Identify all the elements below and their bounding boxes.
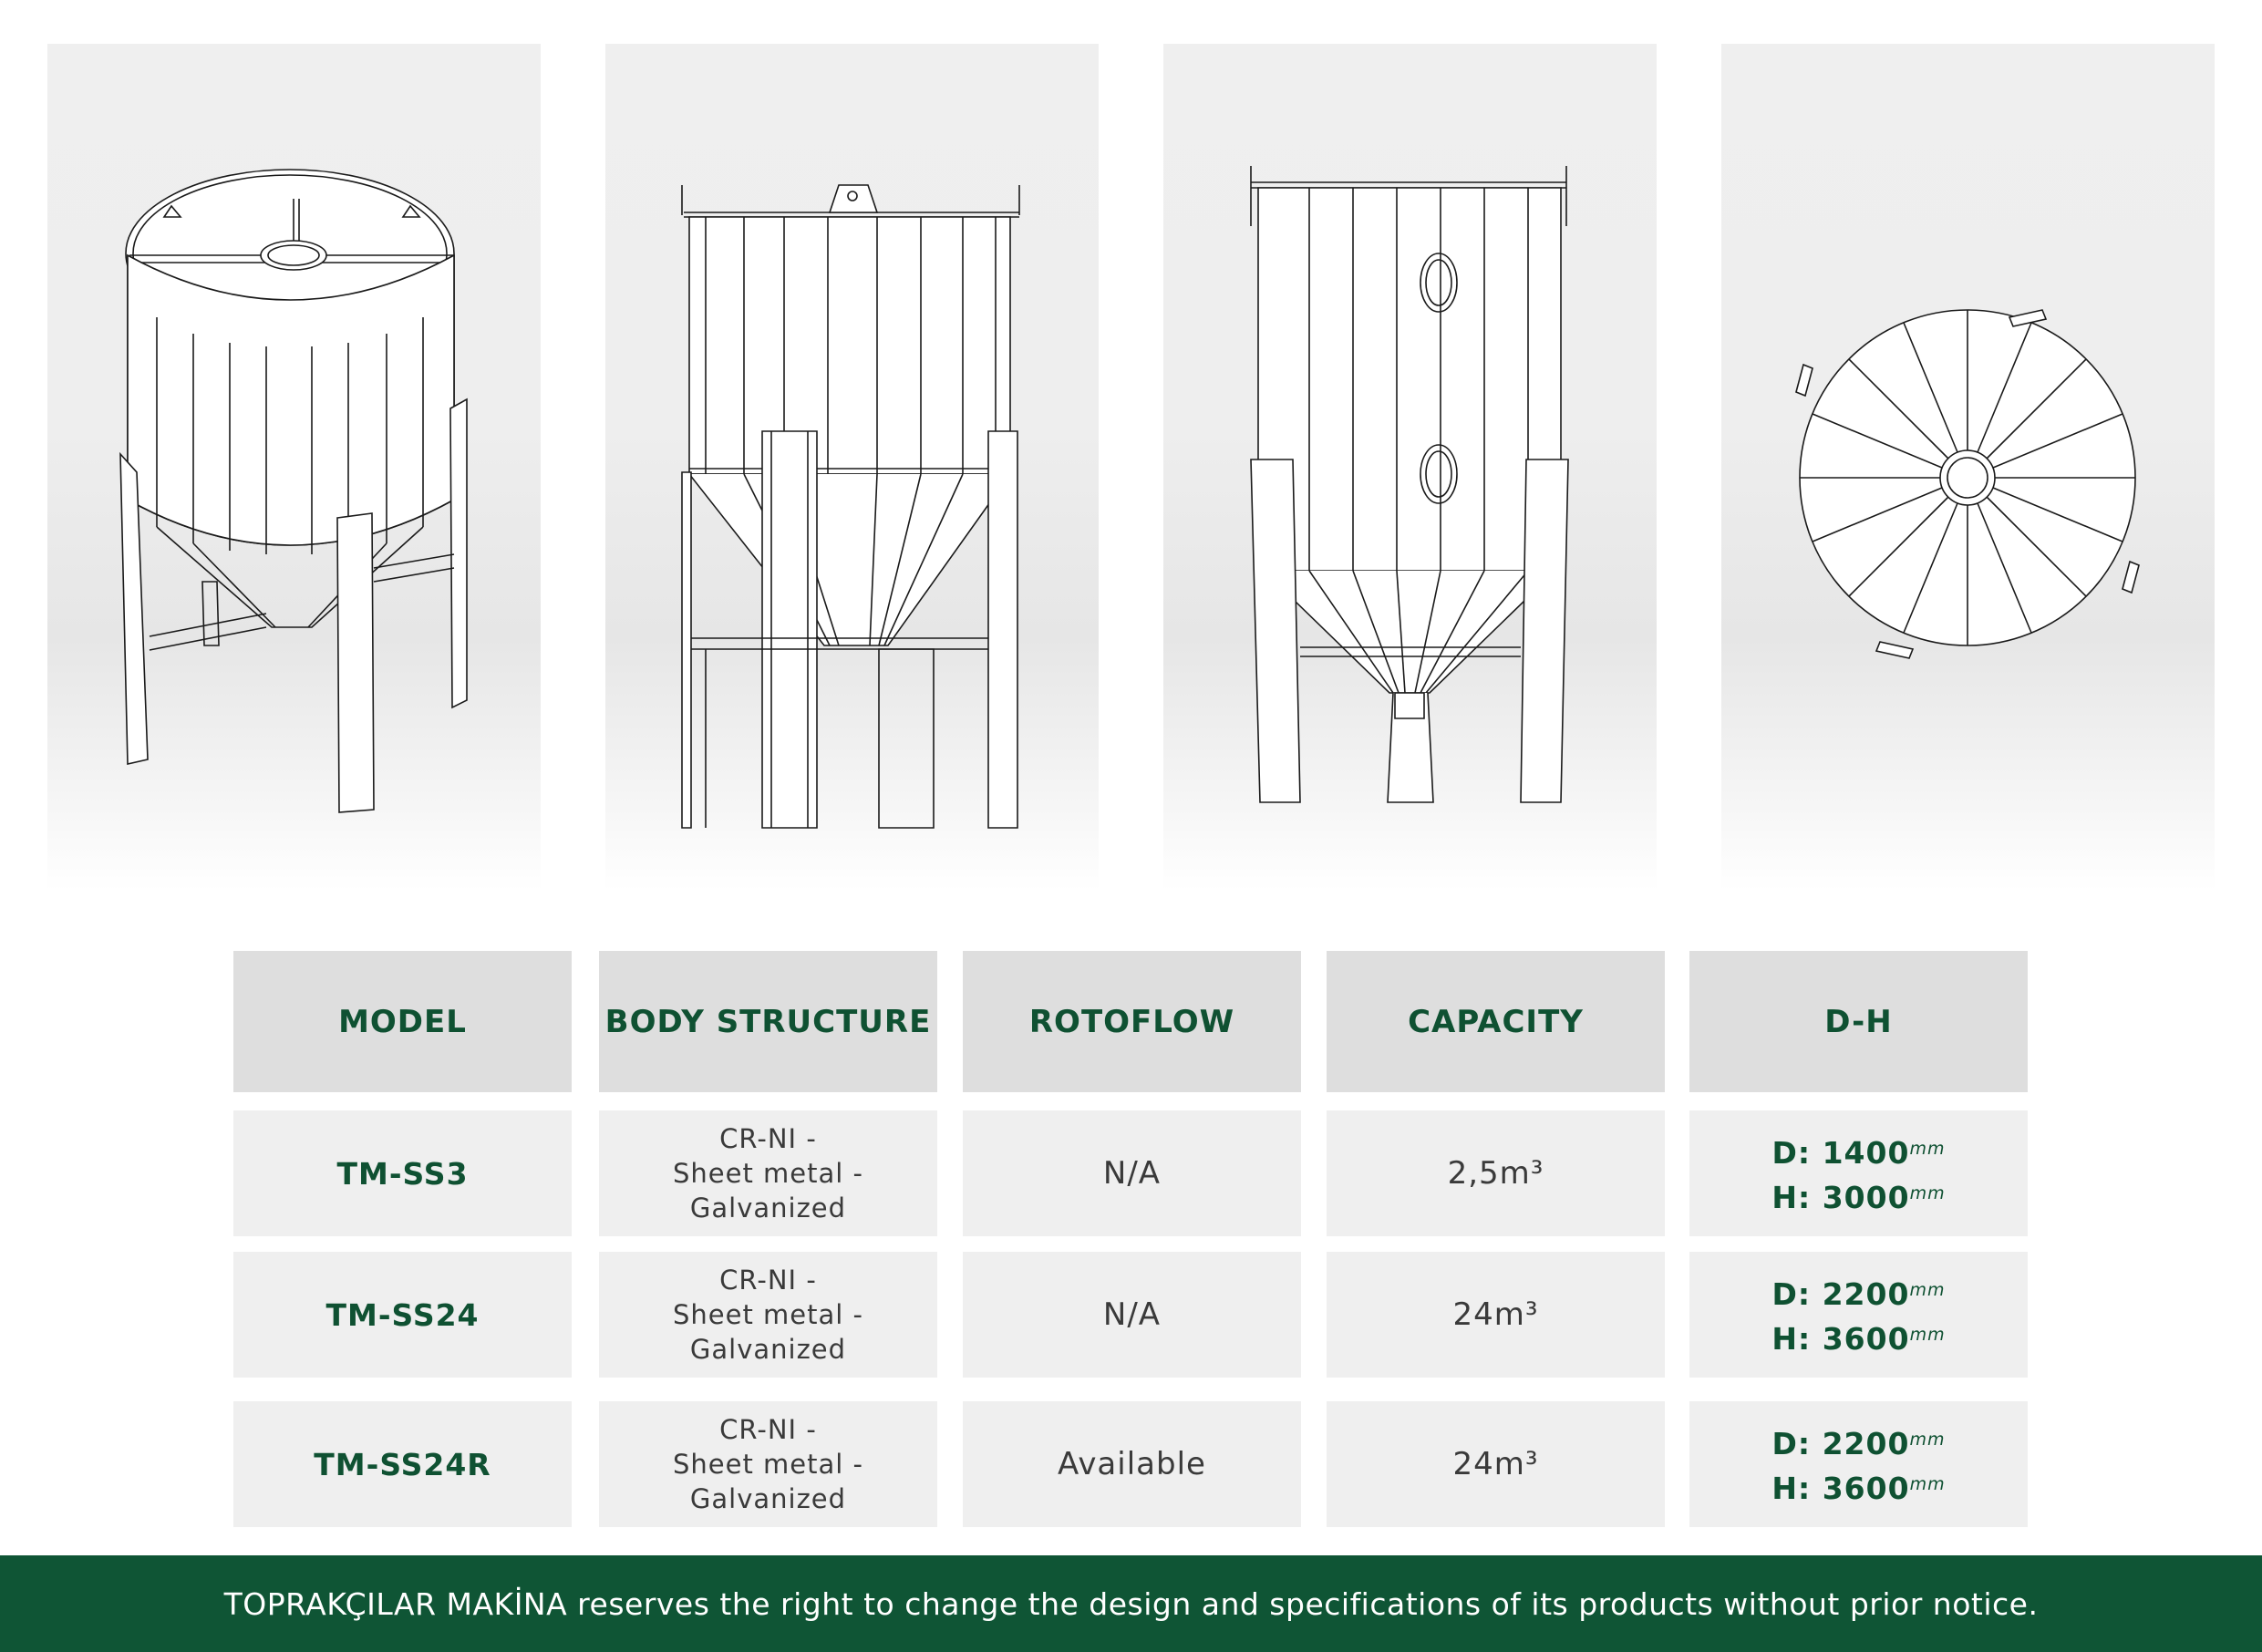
table-row-2-body: CR-NI - Sheet metal - Galvanized xyxy=(599,1401,937,1527)
table-row-0-dh: D: 1400mm H: 3000mm xyxy=(1689,1110,2028,1236)
body-line-1: CR-NI - xyxy=(719,1123,817,1154)
footer-bar: TOPRAKÇILAR MAKİNA reserves the right to… xyxy=(0,1555,2262,1652)
illustration-panel-front xyxy=(1163,44,1657,892)
body-line-3: Galvanized xyxy=(689,1193,847,1224)
capacity-value: 24m³ xyxy=(1452,1446,1539,1482)
unit-label: mm xyxy=(1909,1325,1946,1345)
height-value: H: 3600 xyxy=(1771,1321,1910,1357)
table-row-0-rotoflow: N/A xyxy=(963,1110,1301,1236)
footer-notice: TOPRAKÇILAR MAKİNA reserves the right to… xyxy=(223,1585,2039,1622)
rotoflow-value: N/A xyxy=(1102,1296,1162,1333)
model-name: TM-SS3 xyxy=(336,1155,469,1192)
header-d-h: D-H xyxy=(1689,951,2028,1092)
model-name: TM-SS24R xyxy=(314,1446,491,1482)
height-value: H: 3000 xyxy=(1771,1180,1910,1215)
silo-top-view-icon xyxy=(1721,44,2215,892)
body-structure-text: CR-NI - Sheet metal - Galvanized xyxy=(673,1412,863,1516)
header-body-structure: BODY STRUCTURE xyxy=(599,951,937,1092)
table-row-2-capacity: 24m³ xyxy=(1327,1401,1665,1527)
body-line-2: Sheet metal - xyxy=(672,1158,864,1189)
body-line-2: Sheet metal - xyxy=(672,1449,864,1480)
silo-front-view-icon xyxy=(1163,44,1657,892)
table-row-0-body: CR-NI - Sheet metal - Galvanized xyxy=(599,1110,937,1236)
body-line-1: CR-NI - xyxy=(719,1414,817,1445)
silo-side-view-icon xyxy=(605,44,1099,892)
body-line-1: CR-NI - xyxy=(719,1265,817,1296)
capacity-value: 2,5m³ xyxy=(1447,1155,1544,1192)
diameter-value: D: 1400 xyxy=(1771,1135,1910,1171)
body-structure-text: CR-NI - Sheet metal - Galvanized xyxy=(673,1263,863,1367)
silo-isometric-icon xyxy=(47,44,541,892)
model-name: TM-SS24 xyxy=(325,1296,480,1333)
table-row-2-rotoflow: Available xyxy=(963,1401,1301,1527)
header-capacity: CAPACITY xyxy=(1327,951,1665,1092)
table-row-0-model: TM-SS3 xyxy=(233,1110,572,1236)
table-row-2-model: TM-SS24R xyxy=(233,1401,572,1527)
diameter-value: D: 2200 xyxy=(1771,1276,1910,1312)
header-rotoflow: ROTOFLOW xyxy=(963,951,1301,1092)
header-body-structure-label: BODY STRUCTURE xyxy=(604,1003,932,1040)
unit-label: mm xyxy=(1909,1139,1946,1159)
dimensions-value: D: 1400mm H: 3000mm xyxy=(1771,1129,1945,1218)
rotoflow-value: N/A xyxy=(1102,1155,1162,1192)
table-row-1-capacity: 24m³ xyxy=(1327,1252,1665,1378)
illustration-panel-isometric xyxy=(47,44,541,892)
unit-label: mm xyxy=(1909,1183,1946,1203)
dimensions-value: D: 2200mm H: 3600mm xyxy=(1771,1270,1945,1359)
header-rotoflow-label: ROTOFLOW xyxy=(1028,1003,1235,1040)
diameter-value: D: 2200 xyxy=(1771,1426,1910,1461)
rotoflow-value: Available xyxy=(1058,1446,1206,1482)
table-row-2-dh: D: 2200mm H: 3600mm xyxy=(1689,1401,2028,1527)
body-line-3: Galvanized xyxy=(689,1483,847,1514)
header-model: MODEL xyxy=(233,951,572,1092)
body-line-3: Galvanized xyxy=(689,1334,847,1365)
header-model-label: MODEL xyxy=(338,1003,467,1040)
body-line-2: Sheet metal - xyxy=(672,1299,864,1330)
unit-label: mm xyxy=(1909,1280,1946,1300)
unit-label: mm xyxy=(1909,1430,1946,1450)
capacity-value: 24m³ xyxy=(1452,1296,1539,1333)
header-capacity-label: CAPACITY xyxy=(1408,1003,1584,1040)
table-row-1-model: TM-SS24 xyxy=(233,1252,572,1378)
illustration-panel-top xyxy=(1721,44,2215,892)
table-row-0-capacity: 2,5m³ xyxy=(1327,1110,1665,1236)
height-value: H: 3600 xyxy=(1771,1471,1910,1506)
illustration-panel-side xyxy=(605,44,1099,892)
header-d-h-label: D-H xyxy=(1824,1003,1893,1040)
dimensions-value: D: 2200mm H: 3600mm xyxy=(1771,1420,1945,1509)
unit-label: mm xyxy=(1909,1474,1946,1494)
table-row-1-body: CR-NI - Sheet metal - Galvanized xyxy=(599,1252,937,1378)
table-row-1-dh: D: 2200mm H: 3600mm xyxy=(1689,1252,2028,1378)
body-structure-text: CR-NI - Sheet metal - Galvanized xyxy=(673,1121,863,1225)
table-row-1-rotoflow: N/A xyxy=(963,1252,1301,1378)
